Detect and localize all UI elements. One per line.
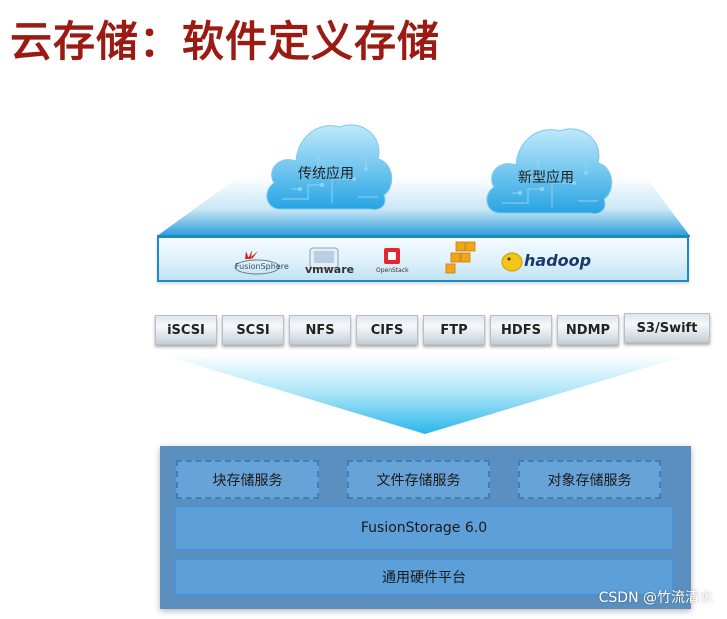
page-title: 云存储：软件定义存储	[10, 17, 441, 66]
object-storage-service: 对象存储服务	[518, 460, 661, 499]
openstack-logo: OpenStack	[375, 247, 409, 279]
funnel-arrow	[160, 354, 691, 434]
protocol-cifs: CIFS	[356, 315, 418, 345]
hadoop-logo: hadoop	[500, 247, 592, 277]
protocol-ftp: FTP	[423, 315, 485, 345]
fusionsphere-logo: FusionSphere	[232, 247, 289, 277]
watermark: CSDN @竹流清水	[598, 590, 713, 606]
hardware-platform-layer: 通用硬件平台	[174, 558, 674, 596]
cloud-traditional-app	[266, 124, 393, 210]
protocol-nfs: NFS	[289, 315, 351, 345]
fusionsphere-text: FusionSphere	[235, 262, 289, 271]
storage-architecture: 块存储服务 文件存储服务 对象存储服务 FusionStorage 6.0 通用…	[160, 446, 691, 609]
cloud-label-new: 新型应用	[518, 170, 574, 186]
vmware-text: vmware	[305, 263, 355, 276]
protocol-s3-swift: S3/Swift	[624, 313, 710, 343]
vmware-logo: vmware	[302, 247, 354, 279]
file-storage-service: 文件存储服务	[347, 460, 490, 499]
cloud-new-app	[486, 128, 613, 214]
fusionstorage-layer: FusionStorage 6.0	[174, 505, 674, 551]
hadoop-text: hadoop	[524, 251, 592, 270]
protocol-iscsi: iSCSI	[155, 315, 217, 345]
protocol-scsi: SCSI	[222, 315, 284, 345]
openstack-text: OpenStack	[376, 267, 409, 274]
protocol-hdfs: HDFS	[490, 315, 552, 345]
aws-blocks-logo	[444, 241, 478, 275]
cloud-label-traditional: 传统应用	[298, 166, 354, 182]
block-storage-service: 块存储服务	[176, 460, 319, 499]
protocol-ndmp: NDMP	[557, 315, 619, 345]
